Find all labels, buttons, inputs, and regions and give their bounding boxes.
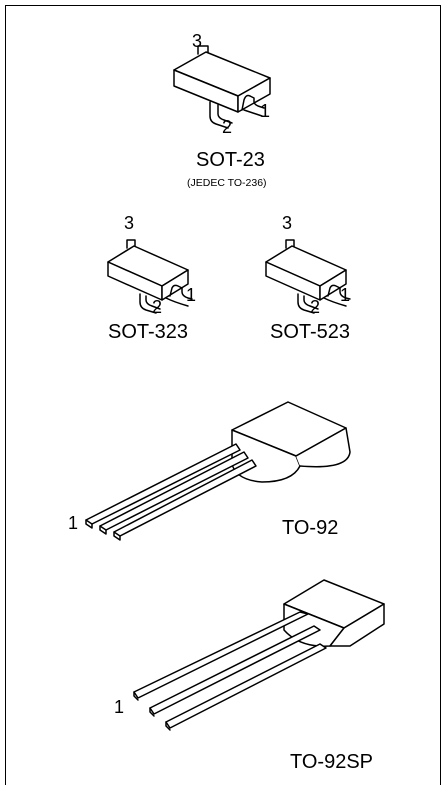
sot523-pin3-label: 3 xyxy=(282,213,293,233)
sot523-pin1-label: 1 xyxy=(340,285,351,305)
to92sp-drawing xyxy=(133,579,385,731)
figure-frame xyxy=(5,5,441,785)
sot523-name: SOT-523 xyxy=(270,321,351,343)
to92sp-pin1-label: 1 xyxy=(114,697,125,717)
sot23-pin3-label: 3 xyxy=(192,31,203,51)
sot23-pin1-label: 1 xyxy=(260,101,271,121)
sot23-pin2-label: 2 xyxy=(222,117,233,137)
sot323-pin1-label: 1 xyxy=(186,285,197,305)
sot323-drawing xyxy=(107,239,193,314)
to92sp-name: TO-92SP xyxy=(290,751,373,773)
sot23-note: (JEDEC TO-236) xyxy=(187,177,267,189)
sot23-drawing xyxy=(173,45,271,129)
sot23-name: SOT-23 xyxy=(196,149,265,171)
to92-pin1-label: 1 xyxy=(68,513,79,533)
sot523-drawing xyxy=(265,239,351,314)
sot323-name: SOT-323 xyxy=(108,321,189,343)
sot323-pin3-label: 3 xyxy=(124,213,135,233)
sot523-pin2-label: 2 xyxy=(310,297,321,317)
to92-drawing xyxy=(85,401,351,541)
sot323-pin2-label: 2 xyxy=(152,297,163,317)
to92-name: TO-92 xyxy=(282,517,339,539)
